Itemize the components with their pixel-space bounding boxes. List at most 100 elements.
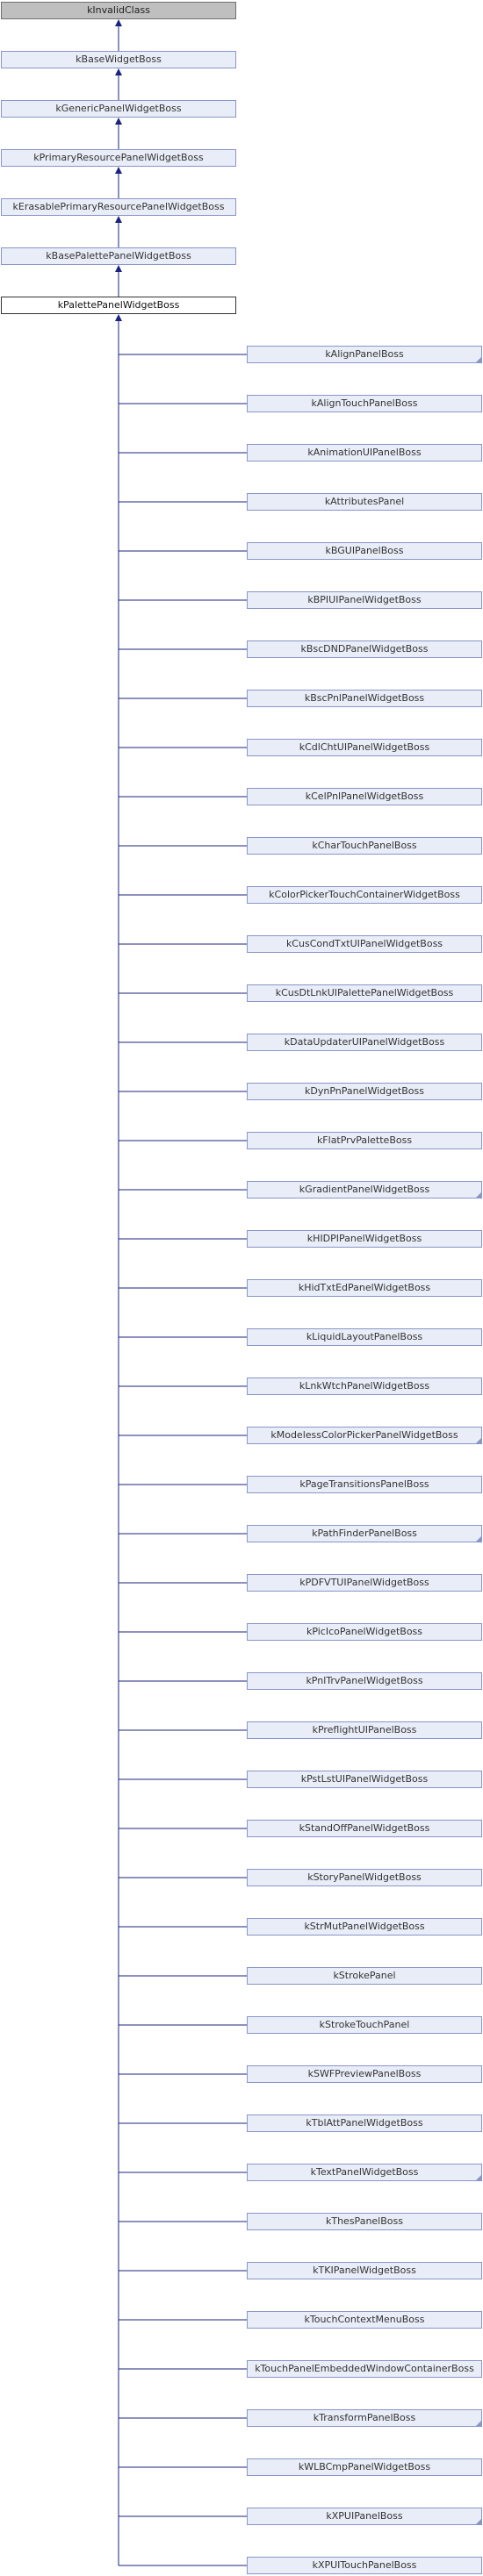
class-node-touch-context-menu-boss[interactable]: kTouchContextMenuBoss: [247, 2311, 482, 2329]
collapsed-corner-icon: [476, 1536, 481, 1542]
class-node-cus-dt-lnk-uipalette-panel-widget-boss[interactable]: kCusDtLnkUIPalettePanelWidgetBoss: [247, 984, 482, 1002]
class-node-label: kStrokeTouchPanel: [319, 2019, 410, 2030]
class-node-label: kPreflightUIPanelBoss: [312, 1724, 417, 1735]
class-node-label: kGradientPanelWidgetBoss: [299, 1184, 430, 1195]
class-node-label: kThesPanelBoss: [326, 2215, 403, 2227]
class-node-primary-resource-panel-widget-boss[interactable]: kPrimaryResourcePanelWidgetBoss: [1, 149, 236, 167]
class-node-stroke-panel[interactable]: kStrokePanel: [247, 1967, 482, 1985]
class-node-stroke-touch-panel[interactable]: kStrokeTouchPanel: [247, 2016, 482, 2034]
class-node-dyn-pn-panel-widget-boss[interactable]: kDynPnPanelWidgetBoss: [247, 1083, 482, 1100]
class-node-text-panel-widget-boss[interactable]: kTextPanelWidgetBoss: [247, 2164, 482, 2181]
class-node-palette-panel-widget-boss[interactable]: kPalettePanelWidgetBoss: [1, 297, 236, 314]
class-node-swfpreview-panel-boss[interactable]: kSWFPreviewPanelBoss: [247, 2065, 482, 2083]
class-node-path-finder-panel-boss[interactable]: kPathFinderPanelBoss: [247, 1525, 482, 1542]
class-node-label: kStandOffPanelWidgetBoss: [299, 1822, 430, 1834]
class-node-data-updater-uipanel-widget-boss[interactable]: kDataUpdaterUIPanelWidgetBoss: [247, 1034, 482, 1051]
class-node-label: kBGUIPanelBoss: [325, 545, 404, 556]
class-node-tbl-att-panel-widget-boss[interactable]: kTblAttPanelWidgetBoss: [247, 2114, 482, 2132]
class-node-label: kModelessColorPickerPanelWidgetBoss: [270, 1429, 458, 1441]
class-node-label: kHIDPIPanelWidgetBoss: [306, 1233, 422, 1244]
class-node-label: kErasablePrimaryResourcePanelWidgetBoss: [12, 201, 225, 212]
class-node-char-touch-panel-boss[interactable]: kCharTouchPanelBoss: [247, 837, 482, 855]
class-node-generic-panel-widget-boss[interactable]: kGenericPanelWidgetBoss: [1, 100, 236, 118]
class-node-label: kBaseWidgetBoss: [76, 54, 162, 65]
class-node-label: kBscPnlPanelWidgetBoss: [304, 692, 425, 704]
class-node-label: kAttributesPanel: [324, 496, 405, 507]
class-node-label: kXPUIPanelBoss: [326, 2510, 403, 2522]
class-node-attributes-panel[interactable]: kAttributesPanel: [247, 493, 482, 511]
class-node-liquid-layout-panel-boss[interactable]: kLiquidLayoutPanelBoss: [247, 1328, 482, 1346]
class-node-erasable-primary-resource-panel-widget-boss[interactable]: kErasablePrimaryResourcePanelWidgetBoss: [1, 198, 236, 216]
class-node-label: kHidTxtEdPanelWidgetBoss: [298, 1282, 431, 1293]
class-node-label: kFlatPrvPaletteBoss: [316, 1134, 413, 1146]
inheritance-arrow: [115, 265, 122, 272]
class-node-label: kPathFinderPanelBoss: [312, 1528, 417, 1539]
class-node-label: kCdlChtUIPanelWidgetBoss: [299, 741, 430, 753]
inheritance-arrow: [115, 216, 122, 223]
class-node-thes-panel-boss[interactable]: kThesPanelBoss: [247, 2213, 482, 2230]
class-node-cdl-cht-uipanel-widget-boss[interactable]: kCdlChtUIPanelWidgetBoss: [247, 739, 482, 756]
class-node-lnk-wtch-panel-widget-boss[interactable]: kLnkWtchPanelWidgetBoss: [247, 1377, 482, 1395]
class-node-tkipanel-widget-boss[interactable]: kTKIPanelWidgetBoss: [247, 2262, 482, 2279]
class-node-preflight-uipanel-boss[interactable]: kPreflightUIPanelBoss: [247, 1721, 482, 1739]
class-node-label: kTKIPanelWidgetBoss: [313, 2265, 416, 2276]
collapsed-corner-icon: [476, 2421, 481, 2426]
class-node-base-palette-panel-widget-boss[interactable]: kBasePalettePanelWidgetBoss: [1, 247, 236, 265]
class-node-animation-uipanel-boss[interactable]: kAnimationUIPanelBoss: [247, 444, 482, 462]
class-node-xpuitouch-panel-boss[interactable]: kXPUITouchPanelBoss: [247, 2557, 482, 2574]
collapsed-corner-icon: [476, 1438, 481, 1443]
class-node-bguipanel-boss[interactable]: kBGUIPanelBoss: [247, 542, 482, 560]
class-node-label: kBscDNDPanelWidgetBoss: [300, 643, 429, 655]
class-node-page-transitions-panel-boss[interactable]: kPageTransitionsPanelBoss: [247, 1476, 482, 1493]
class-node-align-panel-boss[interactable]: kAlignPanelBoss: [247, 346, 482, 363]
class-node-pnl-trv-panel-widget-boss[interactable]: kPnlTrvPanelWidgetBoss: [247, 1672, 482, 1690]
inheritance-arrow: [115, 68, 122, 75]
class-node-gradient-panel-widget-boss[interactable]: kGradientPanelWidgetBoss: [247, 1181, 482, 1199]
class-node-pdfvtuipanel-widget-boss[interactable]: kPDFVTUIPanelWidgetBoss: [247, 1574, 482, 1592]
class-node-pic-ico-panel-widget-boss[interactable]: kPicIcoPanelWidgetBoss: [247, 1623, 482, 1641]
class-node-bpiuipanel-widget-boss[interactable]: kBPIUIPanelWidgetBoss: [247, 591, 482, 609]
collapsed-corner-icon: [476, 2175, 481, 2180]
collapsed-corner-icon: [476, 1192, 481, 1198]
class-node-hid-txt-ed-panel-widget-boss[interactable]: kHidTxtEdPanelWidgetBoss: [247, 1279, 482, 1297]
class-node-wlbcmp-panel-widget-boss[interactable]: kWLBCmpPanelWidgetBoss: [247, 2458, 482, 2476]
class-node-touch-panel-embedded-window-container-boss[interactable]: kTouchPanelEmbeddedWindowContainerBoss: [247, 2360, 482, 2378]
class-node-label: kAnimationUIPanelBoss: [307, 447, 422, 458]
class-node-label: kTransformPanelBoss: [313, 2412, 416, 2423]
class-node-xpuipanel-boss[interactable]: kXPUIPanelBoss: [247, 2508, 482, 2525]
class-node-label: kCelPnlPanelWidgetBoss: [305, 791, 424, 802]
class-node-label: kStoryPanelWidgetBoss: [307, 1871, 422, 1883]
class-node-align-touch-panel-boss[interactable]: kAlignTouchPanelBoss: [247, 395, 482, 412]
class-node-label: kDynPnPanelWidgetBoss: [305, 1085, 424, 1097]
class-node-hidpipanel-widget-boss[interactable]: kHIDPIPanelWidgetBoss: [247, 1230, 482, 1248]
class-node-label: kTblAttPanelWidgetBoss: [306, 2117, 423, 2129]
class-node-label: kCusDtLnkUIPalettePanelWidgetBoss: [275, 987, 454, 998]
class-node-cus-cond-txt-uipanel-widget-boss[interactable]: kCusCondTxtUIPanelWidgetBoss: [247, 935, 482, 953]
class-node-label: kAlignTouchPanelBoss: [311, 397, 418, 409]
class-node-transform-panel-boss[interactable]: kTransformPanelBoss: [247, 2409, 482, 2427]
inheritance-arrow: [115, 167, 122, 174]
inheritance-arrow: [115, 19, 122, 26]
class-node-label: kPDFVTUIPanelWidgetBoss: [299, 1577, 429, 1588]
class-node-color-picker-touch-container-widget-boss[interactable]: kColorPickerTouchContainerWidgetBoss: [247, 886, 482, 904]
class-node-label: kCharTouchPanelBoss: [312, 840, 417, 851]
class-node-flat-prv-palette-boss[interactable]: kFlatPrvPaletteBoss: [247, 1132, 482, 1149]
class-node-label: kTouchContextMenuBoss: [304, 2314, 425, 2325]
collapsed-corner-icon: [476, 2519, 481, 2524]
class-node-bsc-dndpanel-widget-boss[interactable]: kBscDNDPanelWidgetBoss: [247, 640, 482, 658]
class-node-invalid-class[interactable]: kInvalidClass: [1, 2, 236, 19]
class-node-modeless-color-picker-panel-widget-boss[interactable]: kModelessColorPickerPanelWidgetBoss: [247, 1427, 482, 1444]
class-node-bsc-pnl-panel-widget-boss[interactable]: kBscPnlPanelWidgetBoss: [247, 690, 482, 707]
class-node-stand-off-panel-widget-boss[interactable]: kStandOffPanelWidgetBoss: [247, 1820, 482, 1837]
class-node-label: kAlignPanelBoss: [325, 348, 404, 360]
class-node-label: kTouchPanelEmbeddedWindowContainerBoss: [255, 2363, 474, 2374]
class-node-label: kSWFPreviewPanelBoss: [307, 2068, 422, 2079]
class-node-label: kLnkWtchPanelWidgetBoss: [299, 1380, 430, 1392]
class-node-base-widget-boss[interactable]: kBaseWidgetBoss: [1, 51, 236, 68]
collapsed-corner-icon: [476, 357, 481, 362]
class-node-story-panel-widget-boss[interactable]: kStoryPanelWidgetBoss: [247, 1869, 482, 1886]
class-node-pst-lst-uipanel-widget-boss[interactable]: kPstLstUIPanelWidgetBoss: [247, 1771, 482, 1788]
class-node-str-mut-panel-widget-boss[interactable]: kStrMutPanelWidgetBoss: [247, 1918, 482, 1936]
class-node-cel-pnl-panel-widget-boss[interactable]: kCelPnlPanelWidgetBoss: [247, 788, 482, 805]
